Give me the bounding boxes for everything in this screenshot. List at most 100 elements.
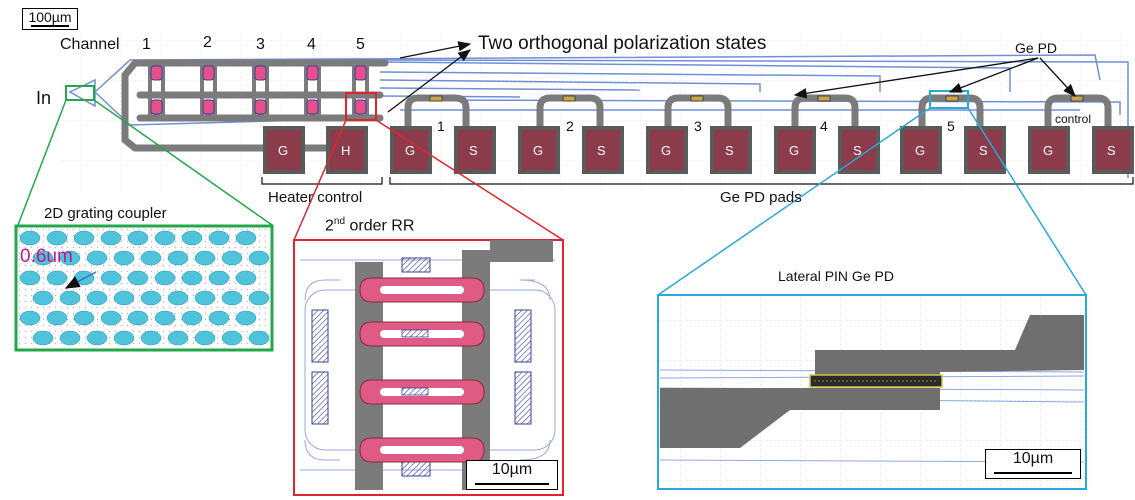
grating-hole: [73, 230, 95, 246]
pad-brackets: [261, 177, 1134, 185]
control-label: control: [1055, 112, 1092, 126]
pin-scale-label: 10µm: [1012, 450, 1054, 467]
grating-hole: [181, 270, 203, 286]
rr-title-sup: nd: [333, 216, 346, 227]
grating-hole: [167, 330, 189, 346]
grating-hole: [154, 230, 176, 246]
rr-marker: [345, 92, 377, 121]
rr-scale-label: 10µm: [491, 461, 533, 478]
grating-hole: [19, 270, 41, 286]
grating-hole: [167, 290, 189, 306]
pad-label-13: G: [1043, 143, 1054, 158]
grating-hole: [154, 310, 176, 326]
grating-hole: [221, 250, 243, 266]
grating-dimension: 0.6um: [20, 246, 73, 267]
pad-label-1: G: [278, 143, 289, 158]
pad-8: [710, 126, 752, 174]
pad-5: [518, 126, 560, 174]
channel-number-2: 2: [203, 34, 212, 51]
grating-hole: [208, 270, 230, 286]
grating-hole: [46, 310, 68, 326]
pd-number-2: 2: [566, 118, 574, 134]
pin-inset: [657, 107, 1087, 490]
grating-hole: [59, 250, 81, 266]
grating-hole: [248, 250, 270, 266]
pd-number-3: 3: [694, 118, 702, 134]
grating-hole: [235, 270, 257, 286]
grating-hole: [73, 310, 95, 326]
grating-hole: [140, 330, 162, 346]
grating-hole: [46, 230, 68, 246]
grating-hole: [248, 330, 270, 346]
channel-number-1: 1: [142, 36, 151, 53]
pad-label-8: S: [725, 143, 734, 158]
grating-hole: [127, 230, 149, 246]
polarization-label: Two orthogonal polarization states: [478, 33, 767, 54]
chip-overview: [60, 30, 1135, 190]
grating-hole: [127, 270, 149, 286]
grating-hole: [140, 250, 162, 266]
grating-coupler-marker: [65, 85, 95, 101]
grating-hole: [194, 290, 216, 306]
rr-scale-bar: 10µm: [466, 460, 558, 490]
heater-control-label: Heater control: [268, 189, 363, 206]
pad-label-3: G: [405, 143, 416, 158]
grating-hole: [167, 250, 189, 266]
grating-hole: [113, 330, 135, 346]
pad-1: [263, 126, 305, 174]
grating-hole: [248, 290, 270, 306]
grating-hole: [194, 250, 216, 266]
pad-label-10: S: [853, 143, 862, 158]
pad-13: [1028, 126, 1070, 174]
grating-hole: [46, 270, 68, 286]
pd-devices: [429, 95, 1084, 102]
grating-hole: [100, 230, 122, 246]
grating-hole: [221, 330, 243, 346]
grating-hole: [194, 330, 216, 346]
pad-label-12: S: [979, 143, 988, 158]
channel-label: Channel: [60, 36, 120, 53]
ge-pd-label: Ge PD: [1015, 40, 1058, 56]
grating-hole: [181, 230, 203, 246]
input-label: In: [36, 88, 52, 108]
pd-number-1: 1: [437, 118, 445, 134]
grating-hole: [113, 250, 135, 266]
grating-hole: [208, 310, 230, 326]
grating-hole: [19, 310, 41, 326]
pad-9: [774, 126, 816, 174]
rr-inset: [293, 119, 564, 496]
pad-2: [326, 126, 368, 174]
grating-hole: [32, 250, 54, 266]
bond-pads: [263, 126, 1134, 174]
pad-label-9: G: [789, 143, 800, 158]
pd-number-5: 5: [947, 118, 955, 134]
grating-hole: [127, 310, 149, 326]
rr-title-main: 2: [325, 217, 334, 235]
grating-hole: [235, 310, 257, 326]
pad-label-5: G: [533, 143, 544, 158]
pad-7: [646, 126, 688, 174]
pad-label-6: S: [597, 143, 606, 158]
annotation-arrows: [387, 41, 1076, 113]
pad-label-7: G: [661, 143, 672, 158]
channel-number-4: 4: [307, 36, 316, 53]
pad-11: [900, 126, 942, 174]
grating-hole: [86, 250, 108, 266]
pin-title: Lateral PIN Ge PD: [778, 268, 894, 284]
grating-hole: [235, 230, 257, 246]
grating-hole: [181, 310, 203, 326]
grating-hole: [59, 330, 81, 346]
channel-number-3: 3: [256, 36, 265, 53]
pad-14: [1092, 126, 1134, 174]
ge-pd-pads-label: Ge PD pads: [720, 189, 802, 206]
pad-label-2: H: [341, 143, 351, 158]
metal-stubs: [148, 63, 369, 118]
grating-hole: [86, 290, 108, 306]
grating-hole: [140, 290, 162, 306]
grating-hole: [100, 270, 122, 286]
grating-inset: [14, 99, 274, 352]
ring-resonators: [150, 65, 367, 115]
pin-scale-line: [994, 472, 1072, 474]
grating-hole: [113, 290, 135, 306]
